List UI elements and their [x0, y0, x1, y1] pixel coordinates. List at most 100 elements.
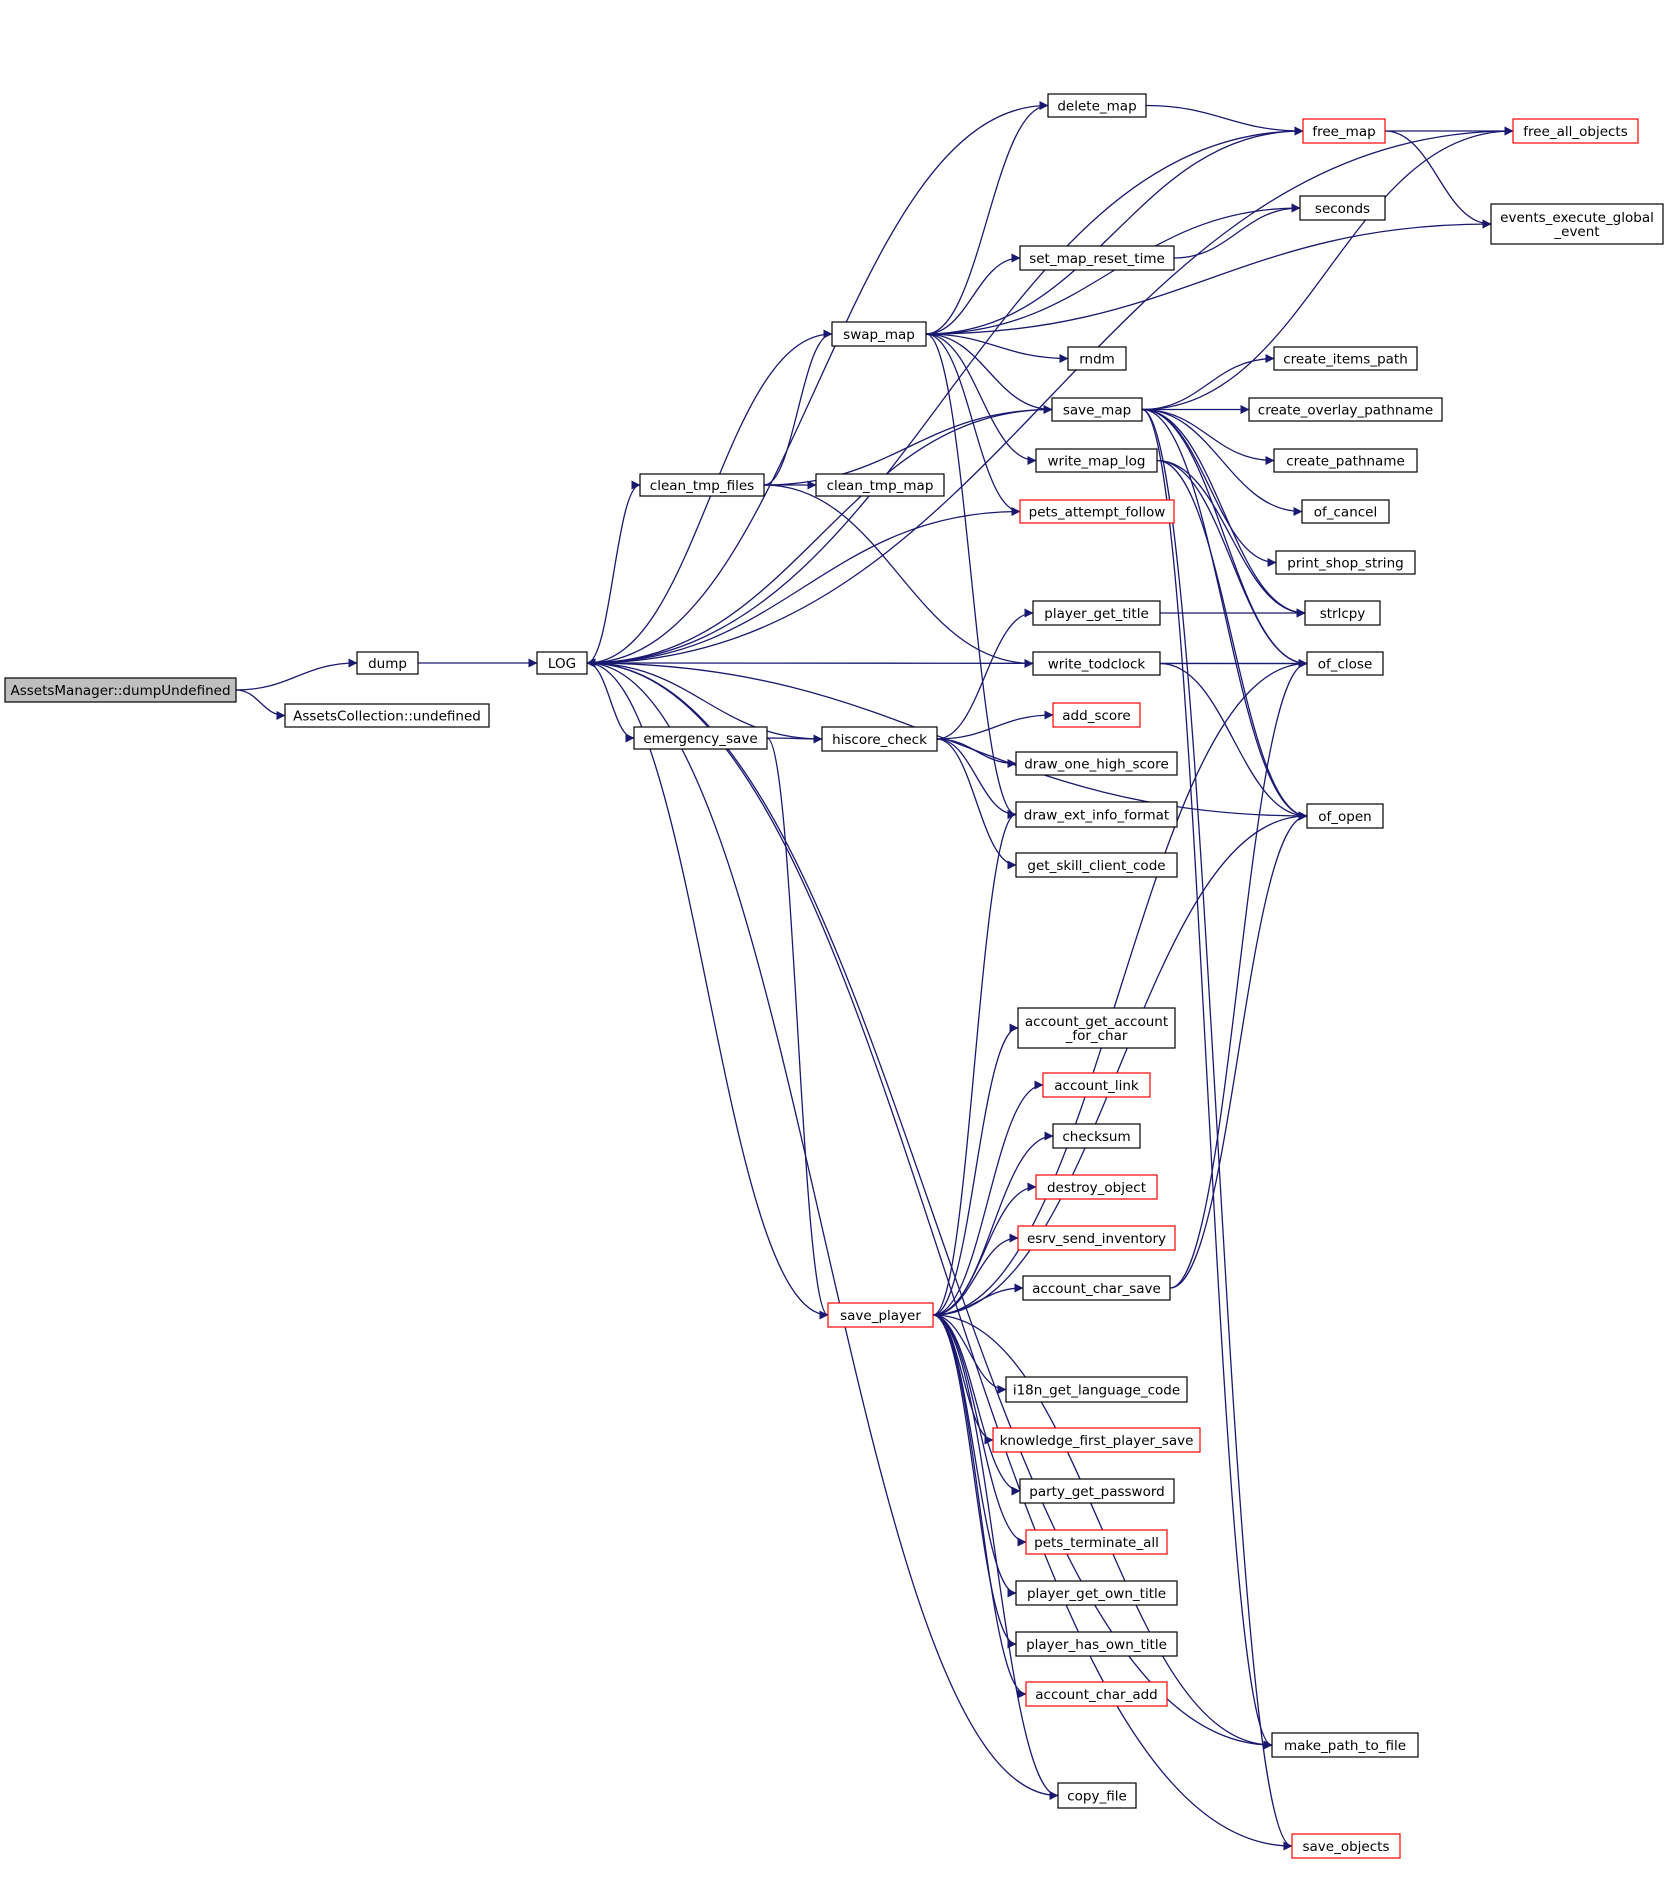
edge-swap-map-to-events-execute-global-event [925, 219, 1492, 335]
node-events-execute-global-event[interactable]: events_execute_global_event [1490, 203, 1664, 245]
edge-pets-attempt-follow-to-LOG [586, 510, 1021, 668]
node-emergency-save[interactable]: emergency_save [633, 726, 768, 750]
edge-save-player-to-account-link [932, 1080, 1044, 1316]
node-save-map[interactable]: save_map [1051, 397, 1143, 422]
node-write-todclock[interactable]: write_todclock [1032, 651, 1161, 676]
node-draw-ext-info-format[interactable]: draw_ext_info_format [1015, 801, 1178, 828]
node-box [356, 651, 419, 675]
node-label: make_path_to_file [1284, 1738, 1406, 1754]
edge-clean-tmp-files-to-swap-map [763, 329, 833, 486]
edge-save-map-to-create-items-path [1141, 354, 1275, 411]
edge-free-all-objects-to-LOG [586, 130, 1514, 668]
node-box [1302, 118, 1386, 144]
node-label: save_player [840, 1308, 921, 1324]
node-pets-attempt-follow[interactable]: pets_attempt_follow [1019, 499, 1175, 524]
node-account-get-account-for-char[interactable]: account_get_account_for_char [1017, 1007, 1176, 1049]
node-account-char-add[interactable]: account_char_add [1025, 1681, 1168, 1707]
node-player-get-title[interactable]: player_get_title [1032, 600, 1161, 626]
edge-swap-map-to-set-map-reset-time [925, 253, 1021, 335]
node-party-get-password[interactable]: party_get_password [1019, 1478, 1175, 1504]
node-seconds[interactable]: seconds [1299, 195, 1386, 221]
node-label: clean_tmp_map [827, 478, 934, 494]
edge-save-map-to-LOG [586, 408, 1053, 668]
node-create-overlay-pathname[interactable]: create_overlay_pathname [1248, 397, 1443, 422]
node-label: copy_file [1067, 1789, 1127, 1805]
edge-save-player-to-copy-file [932, 1314, 1059, 1800]
node-label: knowledge_first_player_save [1000, 1433, 1194, 1449]
node-free-all-objects[interactable]: free_all_objects [1512, 118, 1639, 144]
node-get-skill-client-code[interactable]: get_skill_client_code [1015, 852, 1178, 878]
edge-save-player-to-player-has-own-title [932, 1314, 1017, 1649]
node-copy-file[interactable]: copy_file [1057, 1782, 1137, 1809]
node-box [1301, 499, 1390, 524]
edge-save-player-to-of-close [932, 659, 1308, 1316]
node-clean-tmp-files[interactable]: clean_tmp_files [639, 473, 765, 497]
node-box [639, 473, 765, 497]
node-box [1035, 1174, 1158, 1200]
node-account-link[interactable]: account_link [1042, 1072, 1151, 1098]
edge-swap-map-to-draw-ext-info-format [925, 333, 1017, 819]
node-player-get-own-title[interactable]: player_get_own_title [1015, 1580, 1178, 1606]
node-set-map-reset-time[interactable]: set_map_reset_time [1019, 245, 1175, 271]
edge-delete-map-to-free-map [1145, 104, 1304, 136]
node-label: draw_one_high_score [1024, 757, 1169, 773]
node-save-objects[interactable]: save_objects [1291, 1833, 1401, 1859]
node-write-map-log[interactable]: write_map_log [1035, 448, 1158, 473]
node-swap-map[interactable]: swap_map [831, 321, 927, 347]
node-checksum[interactable]: checksum [1052, 1123, 1141, 1149]
edge-swap-map-to-rndm [925, 333, 1069, 363]
node-label: pets_attempt_follow [1029, 505, 1166, 521]
edge-write-map-log-to-of-close [1156, 459, 1308, 668]
node-label: of_open [1318, 809, 1371, 825]
node-draw-one-high-score[interactable]: draw_one_high_score [1015, 751, 1178, 776]
node-save-player[interactable]: save_player [827, 1302, 934, 1328]
edge-save-map-to-strlcpy [1141, 408, 1306, 618]
node-of-cancel[interactable]: of_cancel [1301, 499, 1390, 524]
node-label: create_pathname [1286, 454, 1405, 470]
edge-save-player-to-pets-terminate-all [932, 1314, 1027, 1547]
node-create-items-path[interactable]: create_items_path [1273, 346, 1418, 371]
node-of-open[interactable]: of_open [1306, 803, 1384, 829]
node-box [1273, 448, 1418, 473]
node-box [1035, 448, 1158, 473]
node-strlcpy[interactable]: strlcpy [1304, 600, 1381, 626]
node-hiscore-check[interactable]: hiscore_check [821, 726, 938, 752]
node-esrv-send-inventory[interactable]: esrv_send_inventory [1017, 1225, 1176, 1251]
node-clean-tmp-map[interactable]: clean_tmp_map [815, 473, 945, 497]
node-label: emergency_save [643, 731, 757, 747]
node-label: destroy_object [1047, 1180, 1146, 1196]
edge-hiscore-check-to-get-skill-client-code [936, 738, 1017, 870]
node-root[interactable]: AssetsManager::dumpUndefined [4, 677, 237, 703]
node-print-shop-string[interactable]: print_shop_string [1275, 550, 1416, 575]
node-destroy-object[interactable]: destroy_object [1035, 1174, 1158, 1200]
node-rndm[interactable]: rndm [1067, 346, 1127, 371]
node-add-score[interactable]: add_score [1052, 702, 1141, 728]
node-label: checksum [1062, 1129, 1130, 1145]
edge-save-player-to-player-get-own-title [932, 1314, 1017, 1598]
edge-emergency-save-to-save-player [766, 737, 829, 1320]
node-i18n-get-language-code[interactable]: i18n_get_language_code [1005, 1376, 1188, 1403]
node-LOG[interactable]: LOG [536, 651, 588, 675]
node-pets-terminate-all[interactable]: pets_terminate_all [1025, 1529, 1168, 1555]
node-account-char-save[interactable]: account_char_save [1022, 1275, 1171, 1301]
node-dump[interactable]: dump [356, 651, 419, 675]
edge-hiscore-check-to-draw-ext-info-format [936, 738, 1017, 819]
node-delete-map[interactable]: delete_map [1047, 93, 1147, 118]
node-box [1052, 702, 1141, 728]
node-box [1022, 1275, 1171, 1301]
node-box [1032, 651, 1161, 676]
node-create-pathname[interactable]: create_pathname [1273, 448, 1418, 473]
node-undefined[interactable]: AssetsCollection::undefined [284, 703, 490, 728]
node-knowledge-first-player-save[interactable]: knowledge_first_player_save [992, 1427, 1201, 1453]
node-box [1047, 93, 1147, 118]
node-of-close[interactable]: of_close [1306, 651, 1384, 676]
node-player-has-own-title[interactable]: player_has_own_title [1015, 1631, 1178, 1657]
node-label: delete_map [1057, 99, 1136, 115]
node-free-map[interactable]: free_map [1302, 118, 1386, 144]
edge-save-objects-to-LOG [586, 658, 1293, 1847]
node-make-path-to-file[interactable]: make_path_to_file [1271, 1732, 1419, 1758]
node-label: strlcpy [1320, 606, 1366, 622]
node-box [1057, 1782, 1137, 1809]
node-box [1015, 751, 1178, 776]
node-label: set_map_reset_time [1029, 251, 1165, 267]
